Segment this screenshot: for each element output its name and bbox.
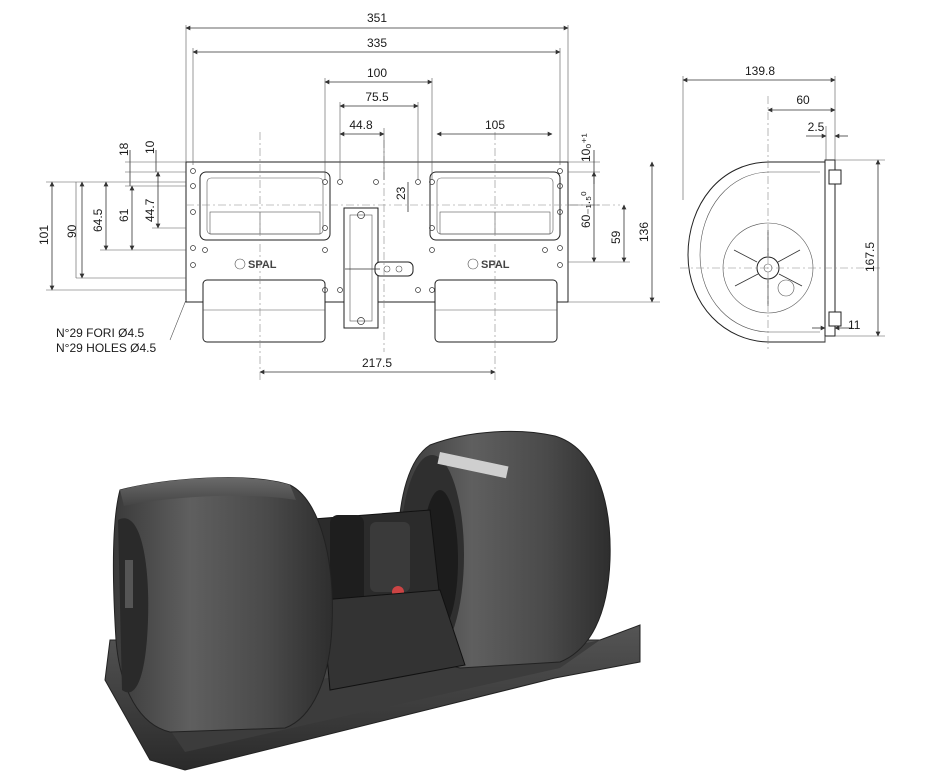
dim-101: 101 xyxy=(37,225,51,245)
dim-44-8: 44.8 xyxy=(349,118,373,132)
motor-bracket xyxy=(343,207,379,329)
dim-90: 90 xyxy=(65,224,79,238)
left-lower-drum xyxy=(202,279,326,343)
holes-note-it: N°29 FORI Ø4.5 xyxy=(56,326,144,340)
spal-logo-right: SPAL xyxy=(481,259,510,271)
dim-105: 105 xyxy=(485,118,505,132)
scroll-housing xyxy=(687,161,826,343)
dim-10-tol: 10₀⁺¹ xyxy=(579,133,593,162)
front-view: SPAL SPAL 351 335 100 75.5 44.8 105 xyxy=(37,11,660,380)
dim-10: 10 xyxy=(143,140,157,154)
side-view: 139.8 60 2.5 167.5 11 xyxy=(680,64,885,352)
dim-217-5: 217.5 xyxy=(362,356,392,370)
dim-59: 59 xyxy=(609,230,623,244)
dim-167-5: 167.5 xyxy=(863,242,877,272)
dim-18: 18 xyxy=(117,142,131,156)
dim-44-7: 44.7 xyxy=(143,198,157,222)
dim-139-8: 139.8 xyxy=(745,64,775,78)
dim-60-side: 60 xyxy=(796,93,810,107)
dim-351: 351 xyxy=(367,11,387,25)
dim-100: 100 xyxy=(367,66,387,80)
dim-2-5: 2.5 xyxy=(808,120,825,134)
dim-75-5: 75.5 xyxy=(365,90,389,104)
dim-60-tol: 60₋₁.₅⁰ xyxy=(579,191,593,228)
holes-note-en: N°29 HOLES Ø4.5 xyxy=(56,341,157,355)
side-flange xyxy=(824,159,836,337)
dim-64-5: 64.5 xyxy=(91,208,105,232)
dim-11: 11 xyxy=(848,318,861,332)
dim-136: 136 xyxy=(637,222,651,242)
mounting-holes xyxy=(190,168,563,325)
blower-photo xyxy=(104,430,641,771)
spal-logo-left: SPAL xyxy=(248,259,277,271)
left-housing xyxy=(199,171,331,241)
dim-335: 335 xyxy=(367,36,387,50)
dim-23: 23 xyxy=(394,186,408,200)
right-lower-drum xyxy=(434,279,558,343)
dim-61: 61 xyxy=(117,208,131,222)
